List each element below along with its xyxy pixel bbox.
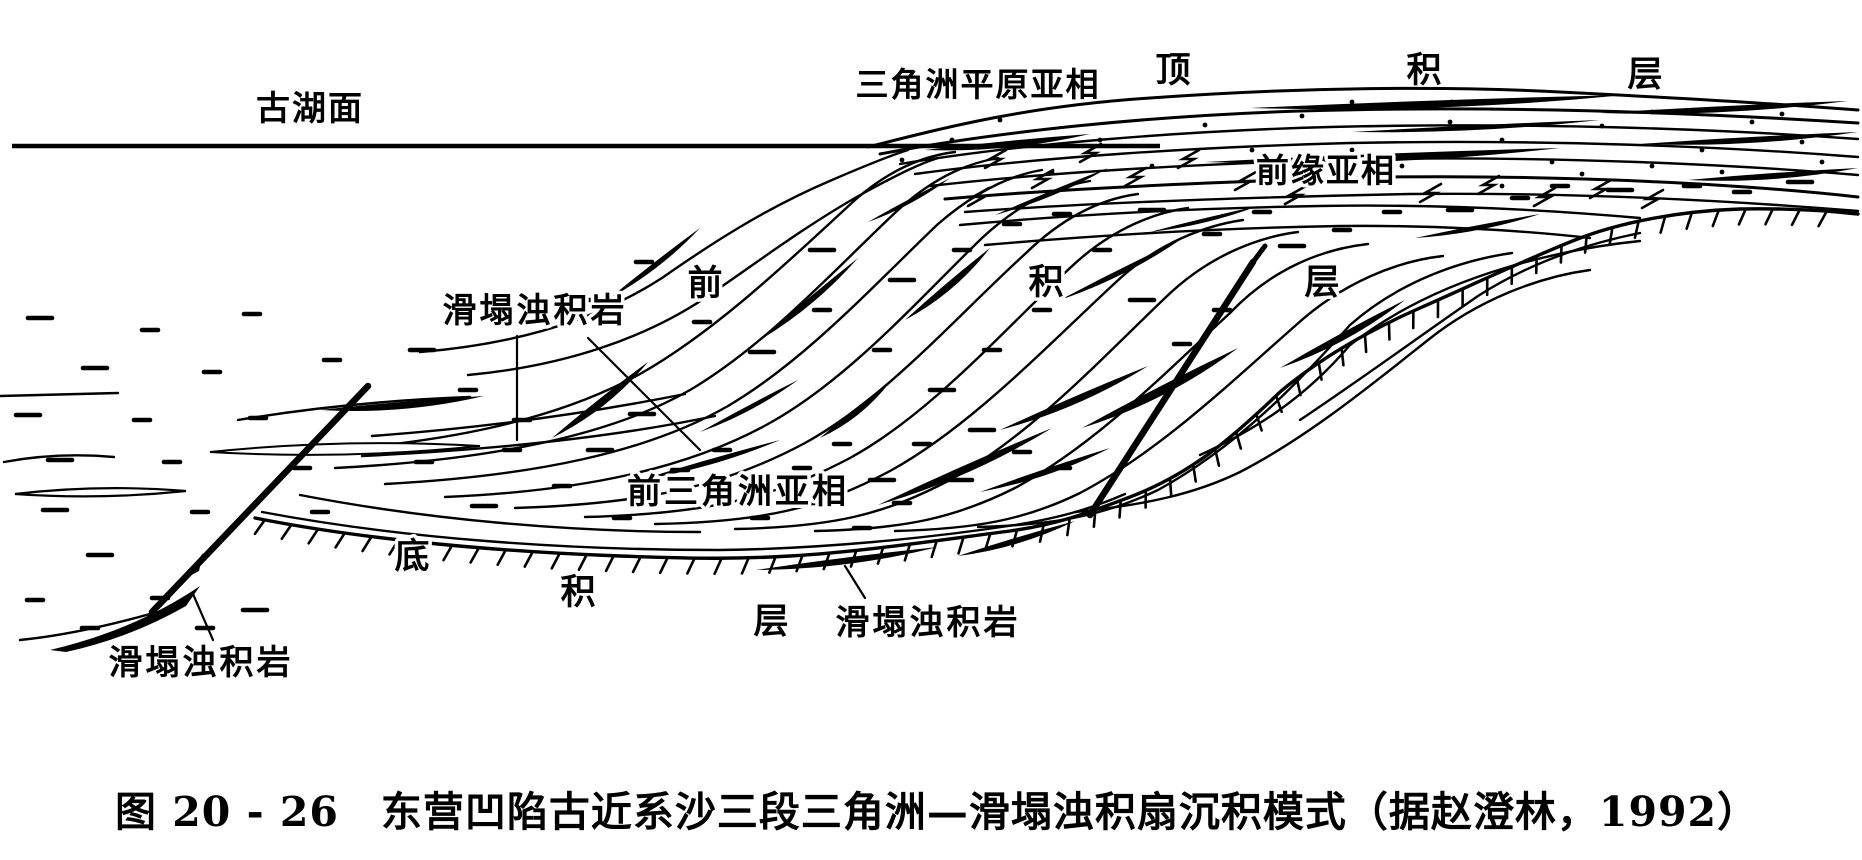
figure-caption: 图 20 - 26 东营凹陷古近系沙三段三角洲—滑塌浊积扇沉积模式（据赵澄林，1… (115, 788, 1759, 836)
diagram-labels: 古湖面 三角洲平原亚相 顶 积 层 前缘亚相 前 积 层 滑塌浊积岩 前三角洲亚… (105, 51, 1663, 687)
label-slump-turbidite-lower-middle: 滑塌浊积岩 (836, 603, 1021, 643)
label-delta-plain-subfacies: 三角洲平原亚相 (856, 65, 1101, 104)
fault-left-arrow (184, 553, 203, 579)
leader-lines (191, 334, 867, 642)
delta-front-beds (958, 204, 1642, 247)
label-topset-char-1: 顶 (1155, 51, 1190, 91)
label-bottomset-char-3: 层 (753, 602, 788, 642)
label-delta-front-subfacies: 前缘亚相 (1256, 151, 1396, 190)
sediment-dashes (13, 179, 1815, 631)
label-slump-turbidite-lower-left: 滑塌浊积岩 (109, 643, 294, 683)
label-slump-turbidite-upper: 滑塌浊积岩 (443, 291, 628, 331)
label-foreset-char-2: 积 (1028, 263, 1063, 303)
label-foreset-char-1: 前 (687, 264, 722, 304)
fault-left (18, 382, 372, 652)
slump-z-marks (966, 142, 1665, 210)
label-lake-surface: 古湖面 (256, 89, 364, 129)
label-topset-char-3: 层 (1627, 55, 1662, 95)
turbidite-lenses (320, 95, 1858, 570)
label-foreset-char-3: 层 (1304, 263, 1339, 303)
left-lake-beds (0, 391, 481, 498)
label-bottomset-char-1: 底 (394, 537, 429, 577)
basement (253, 207, 1860, 576)
label-prodelta-subfacies: 前三角洲亚相 (627, 472, 849, 512)
sediment-dots (899, 99, 1825, 189)
label-topset-char-2: 积 (1406, 51, 1441, 91)
delta-top-surface (866, 86, 1860, 149)
label-bottomset-char-2: 积 (560, 573, 595, 613)
